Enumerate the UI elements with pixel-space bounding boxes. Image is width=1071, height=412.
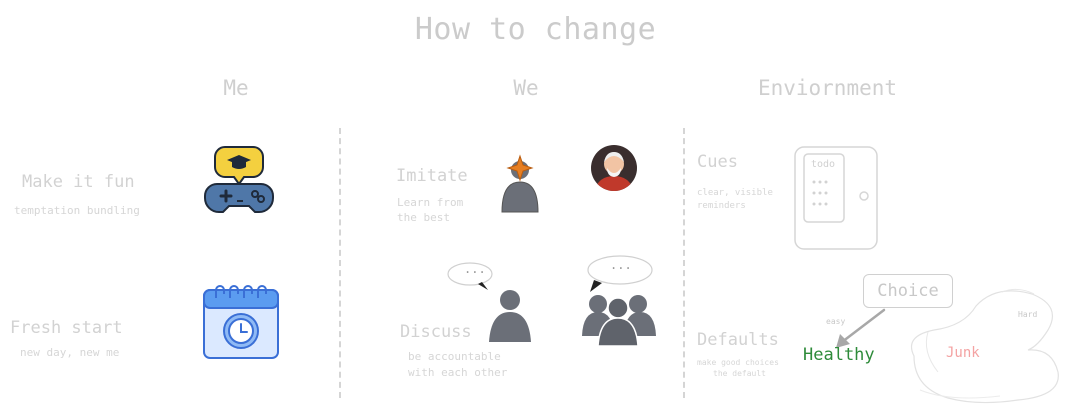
- cues-title: Cues: [697, 152, 738, 172]
- defaults-line2: the default: [713, 369, 766, 378]
- discuss-title: Discuss: [400, 322, 472, 342]
- hard-path-scribble: [900, 286, 1066, 410]
- avatar-icon: [590, 144, 638, 196]
- speech-bubble-icon: ...: [446, 260, 496, 296]
- fresh-start-subtitle: new day, new me: [20, 346, 120, 359]
- page-title: How to change: [414, 12, 657, 47]
- imitate-line1: Learn from: [397, 196, 464, 209]
- defaults-line1: make good choices: [697, 358, 779, 367]
- column-header-environment: Enviornment: [757, 76, 898, 100]
- imitator-person-icon: [496, 154, 544, 220]
- gamepad-icon: [203, 144, 277, 222]
- fresh-start-title: Fresh start: [10, 318, 123, 338]
- column-header-we: We: [513, 76, 539, 100]
- column-header-me: Me: [223, 76, 249, 100]
- group-speech-bubble-dots: ...: [610, 258, 632, 272]
- fridge-todo-icon: todo: [794, 146, 880, 254]
- choice-box: Choice: [863, 274, 953, 308]
- group-icon: [578, 290, 660, 352]
- make-it-fun-title: Make it fun: [22, 172, 135, 192]
- easy-label: easy: [826, 317, 846, 326]
- group-speech-bubble-icon: ...: [584, 254, 656, 298]
- make-it-fun-subtitle: temptation bundling: [14, 204, 140, 217]
- speech-bubble-dots: ...: [464, 262, 486, 276]
- junk-label: Junk: [946, 345, 980, 361]
- discuss-line1: be accountable: [408, 350, 501, 363]
- imitate-title: Imitate: [396, 166, 468, 186]
- cues-line1: clear, visible: [697, 188, 773, 198]
- easy-arrow-icon: [828, 306, 890, 354]
- column-divider-2: [683, 128, 685, 398]
- choice-label: Choice: [877, 281, 939, 301]
- todo-label: todo: [811, 159, 836, 170]
- imitate-line2: the best: [397, 211, 450, 224]
- calendar-clock-icon: [202, 284, 282, 366]
- defaults-title: Defaults: [697, 330, 779, 350]
- discuss-person-icon: [486, 288, 536, 348]
- healthy-label: Healthy: [803, 345, 875, 365]
- cues-line2: reminders: [697, 201, 746, 211]
- hard-label: Hard: [1018, 310, 1038, 319]
- discuss-line2: with each other: [408, 366, 508, 379]
- column-divider-1: [339, 128, 341, 398]
